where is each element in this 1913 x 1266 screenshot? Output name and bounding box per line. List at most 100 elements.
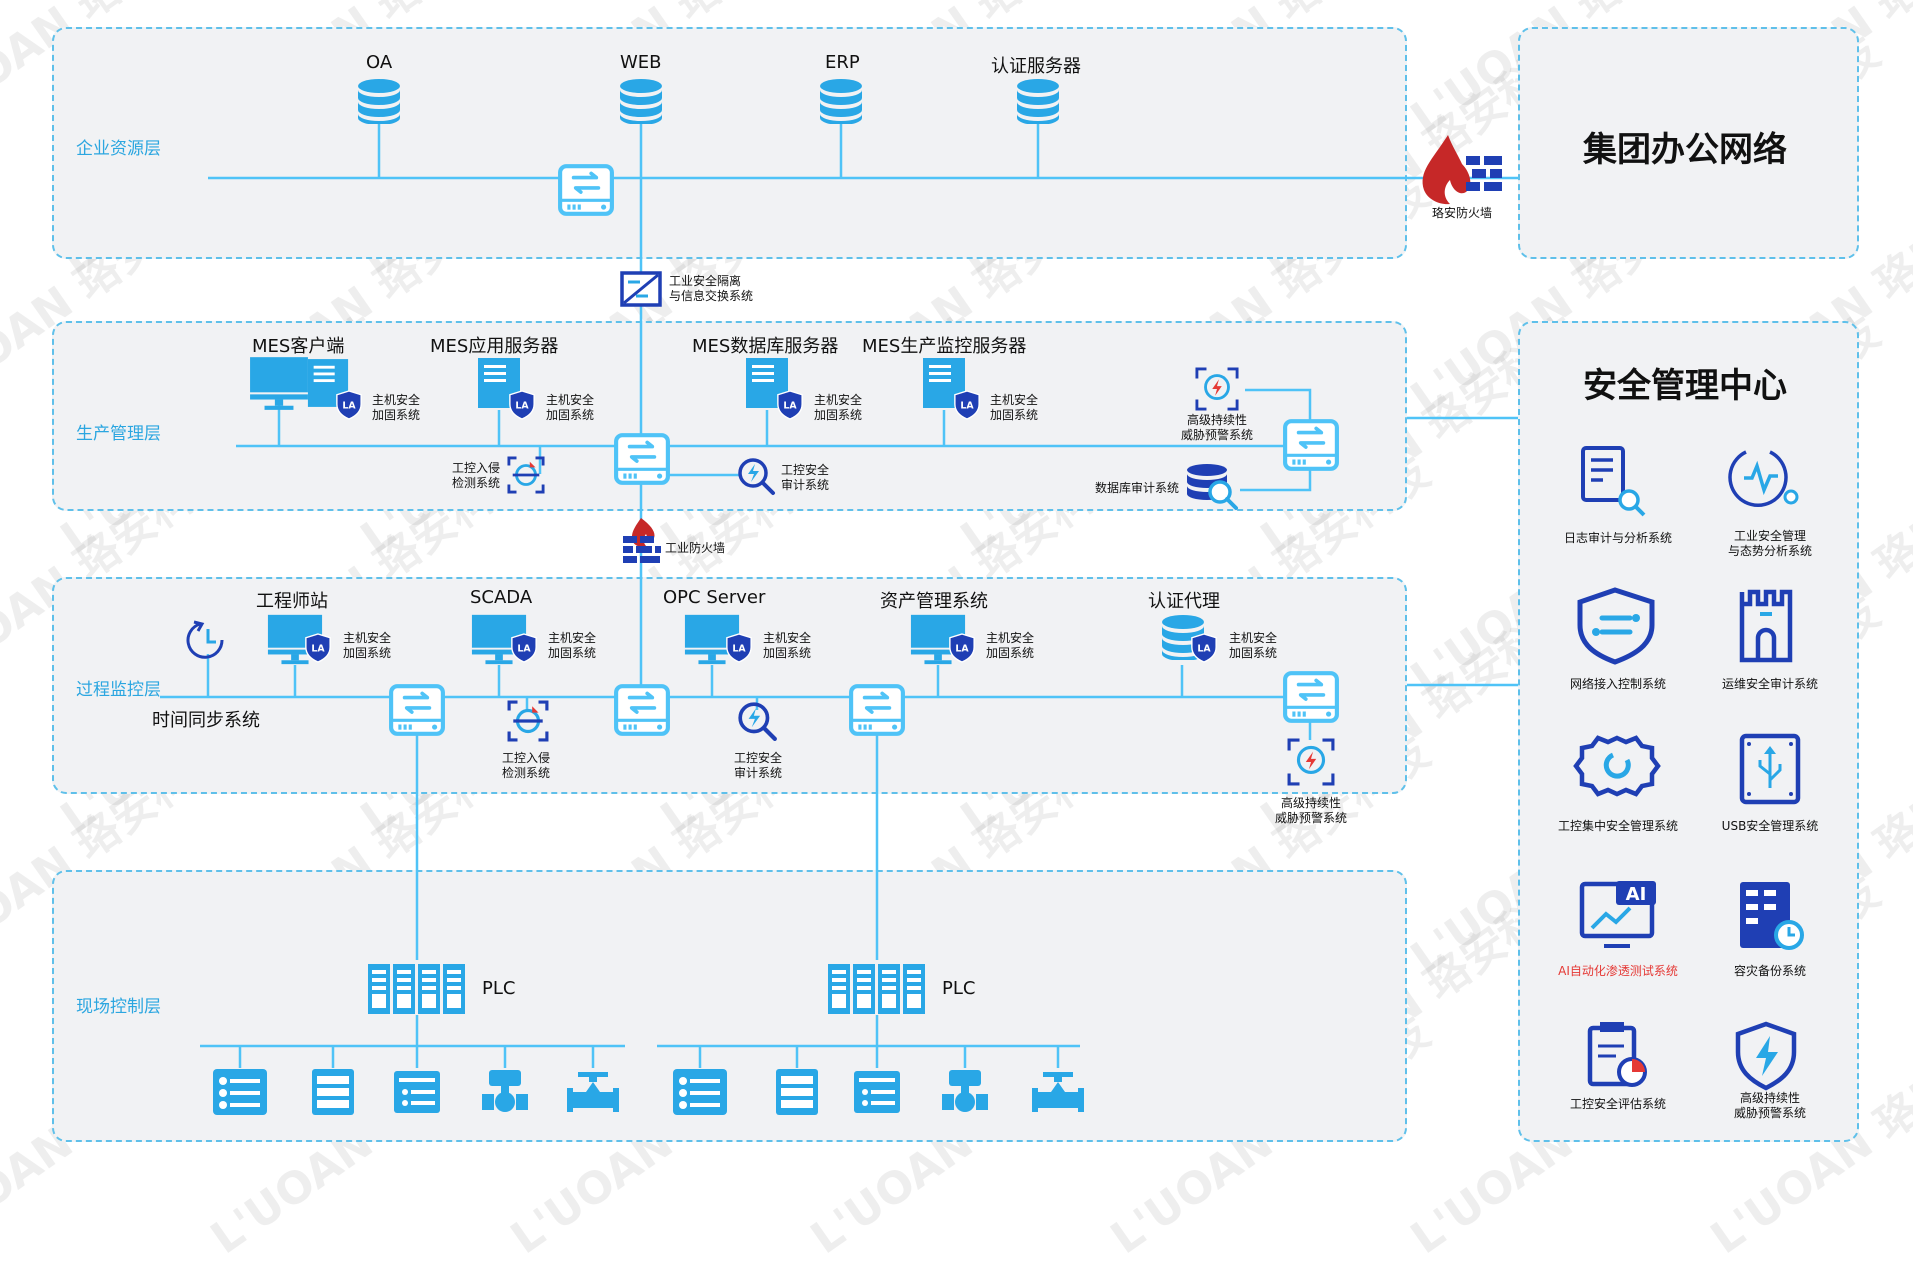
production-apt-label: 高级持续性 威胁预警系统 bbox=[1181, 413, 1254, 442]
svg-text:AI: AI bbox=[1626, 884, 1647, 905]
central-management-icon bbox=[1573, 735, 1661, 797]
time-sync-icon bbox=[186, 620, 224, 659]
security-center-zone bbox=[1518, 321, 1859, 1142]
db-audit-icon bbox=[1187, 464, 1238, 510]
process-ids-label: 工控入侵 检测系统 bbox=[502, 751, 551, 780]
scada-hardening-icon bbox=[511, 633, 537, 663]
process-apt-icon bbox=[1287, 738, 1335, 786]
auth-proxy-hardening-label: 主机安全 加固系统 bbox=[1229, 631, 1278, 660]
mes-client-icon bbox=[250, 357, 308, 410]
sc-item-network-access: 网络接入控制系统 bbox=[1569, 677, 1666, 691]
field-cabinet-2-icon bbox=[776, 1069, 818, 1115]
opc-hardening-label: 主机安全 加固系统 bbox=[763, 631, 812, 660]
plc-2-icon bbox=[828, 964, 925, 1014]
engineer-hardening-icon bbox=[305, 633, 331, 663]
production-ids-label: 工控入侵 检测系统 bbox=[452, 461, 501, 490]
field-cabinet-1-icon bbox=[312, 1069, 354, 1115]
isolation-device-icon bbox=[620, 271, 662, 307]
oa-server-icon bbox=[358, 79, 400, 124]
opc-hardening-icon bbox=[726, 633, 752, 663]
mes-app-hardening-icon bbox=[509, 390, 535, 420]
isolation-label: 工业安全隔离 与信息交换系统 bbox=[669, 274, 754, 303]
web-label: WEB bbox=[620, 52, 662, 73]
office-network-title: 集团办公网络 bbox=[1583, 130, 1787, 170]
process-switch-left-icon bbox=[391, 686, 443, 734]
mes-app-hardening-label: 主机安全 加固系统 bbox=[546, 393, 595, 422]
production-audit-icon bbox=[738, 458, 775, 495]
layer-label-process: 过程监控层 bbox=[76, 680, 161, 700]
layer-label-field: 现场控制层 bbox=[76, 997, 161, 1017]
backup-icon bbox=[1740, 882, 1804, 950]
scada-label: SCADA bbox=[470, 587, 533, 608]
web-server-icon bbox=[620, 79, 662, 124]
mes-client-label: MES客户端 bbox=[252, 336, 345, 357]
sc-item-central-management: 工控集中安全管理系统 bbox=[1557, 819, 1678, 833]
production-right-switch-icon bbox=[1285, 421, 1337, 469]
production-ids-icon bbox=[507, 456, 545, 494]
sc-item-situation-analysis: 工业安全管理 与态势分析系统 bbox=[1727, 529, 1812, 558]
production-switch-icon bbox=[616, 435, 668, 483]
engineer-hardening-label: 主机安全 加固系统 bbox=[343, 631, 392, 660]
process-audit-label: 工控安全 审计系统 bbox=[734, 751, 783, 780]
security-center-title: 安全管理中心 bbox=[1583, 366, 1787, 406]
process-switch-right-icon bbox=[851, 686, 903, 734]
field-panel-2-icon bbox=[673, 1069, 727, 1115]
opc-server-label: OPC Server bbox=[663, 587, 766, 608]
ops-audit-icon bbox=[1739, 589, 1793, 663]
industrial-firewall-icon bbox=[623, 518, 661, 563]
sc-item-backup: 容灾备份系统 bbox=[1733, 964, 1806, 978]
mes-monitor-server-label: MES生产监控服务器 bbox=[862, 336, 1027, 357]
plc-1-label: PLC bbox=[482, 978, 516, 999]
network-access-icon bbox=[1577, 587, 1655, 665]
process-switch-far-right-icon bbox=[1285, 673, 1337, 721]
field-panel-1-icon bbox=[213, 1069, 267, 1115]
ai-pentest-icon: AI bbox=[1579, 881, 1656, 948]
scada-hardening-label: 主机安全 加固系统 bbox=[548, 631, 597, 660]
field-valve-2-icon bbox=[942, 1070, 988, 1112]
apt-shield-icon bbox=[1735, 1021, 1797, 1091]
mes-app-server-label: MES应用服务器 bbox=[430, 336, 559, 357]
auth-server-icon bbox=[1017, 79, 1059, 124]
mes-monitor-hardening-label: 主机安全 加固系统 bbox=[990, 393, 1039, 422]
field-zone bbox=[52, 870, 1407, 1142]
production-apt-icon bbox=[1195, 367, 1239, 411]
assessment-icon bbox=[1587, 1022, 1647, 1087]
sc-item-ops-audit: 运维安全审计系统 bbox=[1721, 677, 1818, 691]
mes-client-hardening-icon bbox=[336, 390, 362, 420]
asset-hardening-icon bbox=[949, 633, 975, 663]
auth-server-label: 认证服务器 bbox=[991, 56, 1081, 77]
field-gate-2-icon bbox=[1032, 1072, 1084, 1112]
enterprise-switch-icon bbox=[560, 166, 612, 214]
mes-db-hardening-label: 主机安全 加固系统 bbox=[814, 393, 863, 422]
erp-label: ERP bbox=[825, 52, 860, 73]
industrial-firewall-label: 工业防火墙 bbox=[665, 541, 726, 555]
erp-server-icon bbox=[820, 79, 862, 124]
layer-label-enterprise: 企业资源层 bbox=[76, 139, 161, 159]
mes-db-server-label: MES数据库服务器 bbox=[692, 336, 839, 357]
log-audit-icon bbox=[1581, 446, 1646, 517]
mes-monitor-hardening-icon bbox=[954, 390, 980, 420]
plc-1-icon bbox=[368, 964, 465, 1014]
sc-item-usb: USB安全管理系统 bbox=[1721, 819, 1819, 833]
sc-item-ai-pentest: AI自动化渗透测试系统 bbox=[1558, 964, 1678, 978]
layer-label-production: 生产管理层 bbox=[76, 424, 161, 444]
firewall-label: 珞安防火墙 bbox=[1432, 206, 1493, 220]
process-switch-center-icon bbox=[616, 686, 668, 734]
field-module-1-icon bbox=[394, 1071, 440, 1113]
oa-label: OA bbox=[366, 52, 393, 73]
asset-management-label: 资产管理系统 bbox=[880, 591, 988, 612]
auth-proxy-label: 认证代理 bbox=[1148, 591, 1220, 612]
field-valve-1-icon bbox=[482, 1070, 528, 1112]
situation-analysis-icon bbox=[1728, 450, 1799, 507]
engineer-station-label: 工程师站 bbox=[256, 591, 328, 612]
field-module-2-icon bbox=[854, 1071, 900, 1113]
luoan-firewall-icon bbox=[1422, 135, 1502, 205]
mes-db-hardening-icon bbox=[777, 390, 803, 420]
office-network-zone bbox=[1518, 27, 1859, 259]
enterprise-zone bbox=[52, 27, 1407, 259]
diagram-svg: LA bbox=[160, 79, 1804, 1115]
asset-hardening-label: 主机安全 加固系统 bbox=[986, 631, 1035, 660]
db-audit-label: 数据库审计系统 bbox=[1095, 481, 1180, 495]
plc-2-label: PLC bbox=[942, 978, 976, 999]
